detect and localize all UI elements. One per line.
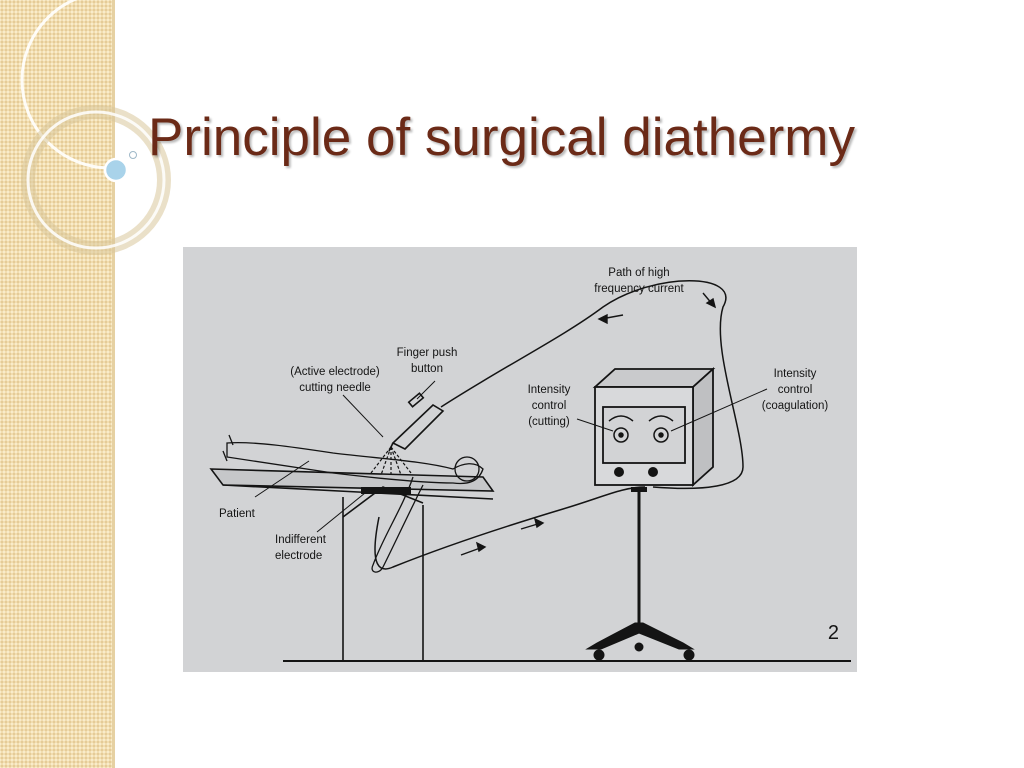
label-active-electrode-line2: cutting needle	[299, 382, 371, 394]
slide-title: Principle of surgical diathermy	[148, 108, 855, 167]
label-active-electrode-line1: (Active electrode)	[290, 366, 380, 378]
label-indifferent-electrode-line2: electrode	[275, 550, 322, 562]
bullet-dot-icon	[103, 157, 129, 183]
label-finger-push-button-line2: button	[411, 363, 443, 375]
label-intensity-cutting-line3: (cutting)	[528, 416, 570, 428]
current-spray-icon	[370, 446, 412, 477]
return-cable	[374, 486, 646, 570]
finger-push-button-icon	[407, 392, 425, 408]
label-indifferent-electrode-line1: Indifferent	[275, 534, 327, 546]
label-finger-push-button-line1: Finger push	[397, 347, 458, 359]
operating-table	[209, 468, 495, 661]
active-electrode-pen	[388, 392, 445, 452]
indifferent-electrode-plate	[361, 487, 411, 494]
intensity-dial-cutting-icon	[608, 415, 634, 443]
label-intensity-coagulation-line2: control	[778, 384, 813, 396]
label-intensity-coagulation-line3: (coagulation)	[762, 400, 829, 412]
output-socket-left	[614, 467, 624, 477]
label-intensity-cutting-line2: control	[532, 400, 567, 412]
diagram-drawing: Path of high frequency current Finger pu…	[209, 267, 851, 662]
decorative-rings	[20, 0, 200, 255]
side-strip-edge	[112, 0, 115, 768]
patient-figure	[222, 434, 484, 573]
output-socket-right	[648, 467, 658, 477]
label-path-of-current-line2: frequency current	[594, 283, 684, 295]
diathermy-diagram: Path of high frequency current Finger pu…	[183, 247, 857, 672]
label-path-of-current-line1: Path of high	[608, 267, 669, 279]
diagram-page-number: 2	[828, 622, 839, 644]
active-cable	[440, 280, 744, 490]
label-intensity-cutting-line1: Intensity	[528, 384, 571, 396]
generator-mount	[631, 487, 647, 492]
label-patient: Patient	[219, 508, 256, 520]
small-bullet-ring-icon	[129, 151, 137, 159]
generator-stand	[585, 492, 695, 661]
label-intensity-coagulation-line1: Intensity	[774, 368, 817, 380]
intensity-dial-coagulation-icon	[648, 415, 674, 443]
label-leader-lines	[254, 380, 768, 533]
decorative-ring-small	[26, 110, 166, 250]
current-direction-arrows	[460, 292, 717, 556]
